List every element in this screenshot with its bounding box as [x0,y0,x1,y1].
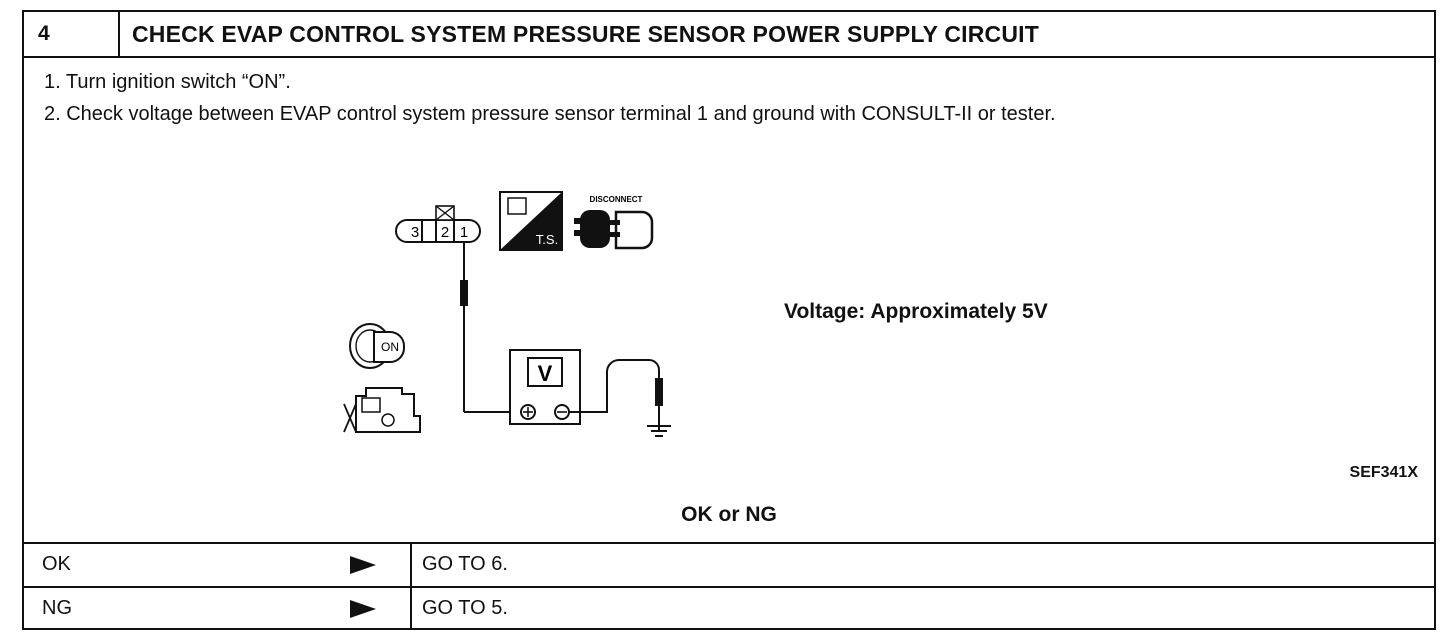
connector-pin-1: 1 [460,224,468,241]
wiring-diagram: 3 2 1 T.S. DISCONNECT V [343,191,671,437]
engine-icon [343,387,421,433]
diagnostic-procedure-table: 4 CHECK EVAP CONTROL SYSTEM PRESSURE SEN… [22,10,1436,630]
arrow-right-icon [350,600,376,618]
procedure-header: 4 CHECK EVAP CONTROL SYSTEM PRESSURE SEN… [24,12,1434,58]
decision-prompt: OK or NG [681,503,777,526]
ignition-label: ON [381,340,399,354]
figure-code: SEF341X [1349,464,1418,481]
instruction-2: 2. Check voltage between EVAP control sy… [44,103,1056,125]
ts-icon: T.S. [499,191,563,251]
instruction-1: 1. Turn ignition switch “ON”. [44,71,291,93]
procedure-title: CHECK EVAP CONTROL SYSTEM PRESSURE SENSO… [132,21,1039,47]
meter-label: V [538,361,553,386]
column-divider [410,544,412,586]
disconnect-label: DISCONNECT [590,195,643,204]
result-label: NG [42,597,72,619]
connector-pin-2: 2 [441,224,449,241]
result-action: GO TO 5. [422,597,508,619]
connector-icon: 3 2 1 [395,205,481,243]
connector-pin-3: 3 [411,224,419,241]
result-label: OK [42,553,71,575]
result-row-ng: NG GO TO 5. [24,586,1434,630]
voltage-spec: Voltage: Approximately 5V [784,300,1048,323]
ts-label: T.S. [536,232,558,247]
ignition-key-icon: ON [349,323,405,369]
disconnect-icon: DISCONNECT [574,195,654,250]
instruction-list: 1. Turn ignition switch “ON”. 2. Check v… [44,66,1056,130]
arrow-right-icon [350,556,376,574]
step-number: 4 [24,12,120,56]
ground-icon [647,406,671,437]
column-divider [410,588,412,630]
result-row-ok: OK GO TO 6. [24,542,1434,586]
result-action: GO TO 6. [422,553,508,575]
voltmeter-icon: V [509,349,581,425]
